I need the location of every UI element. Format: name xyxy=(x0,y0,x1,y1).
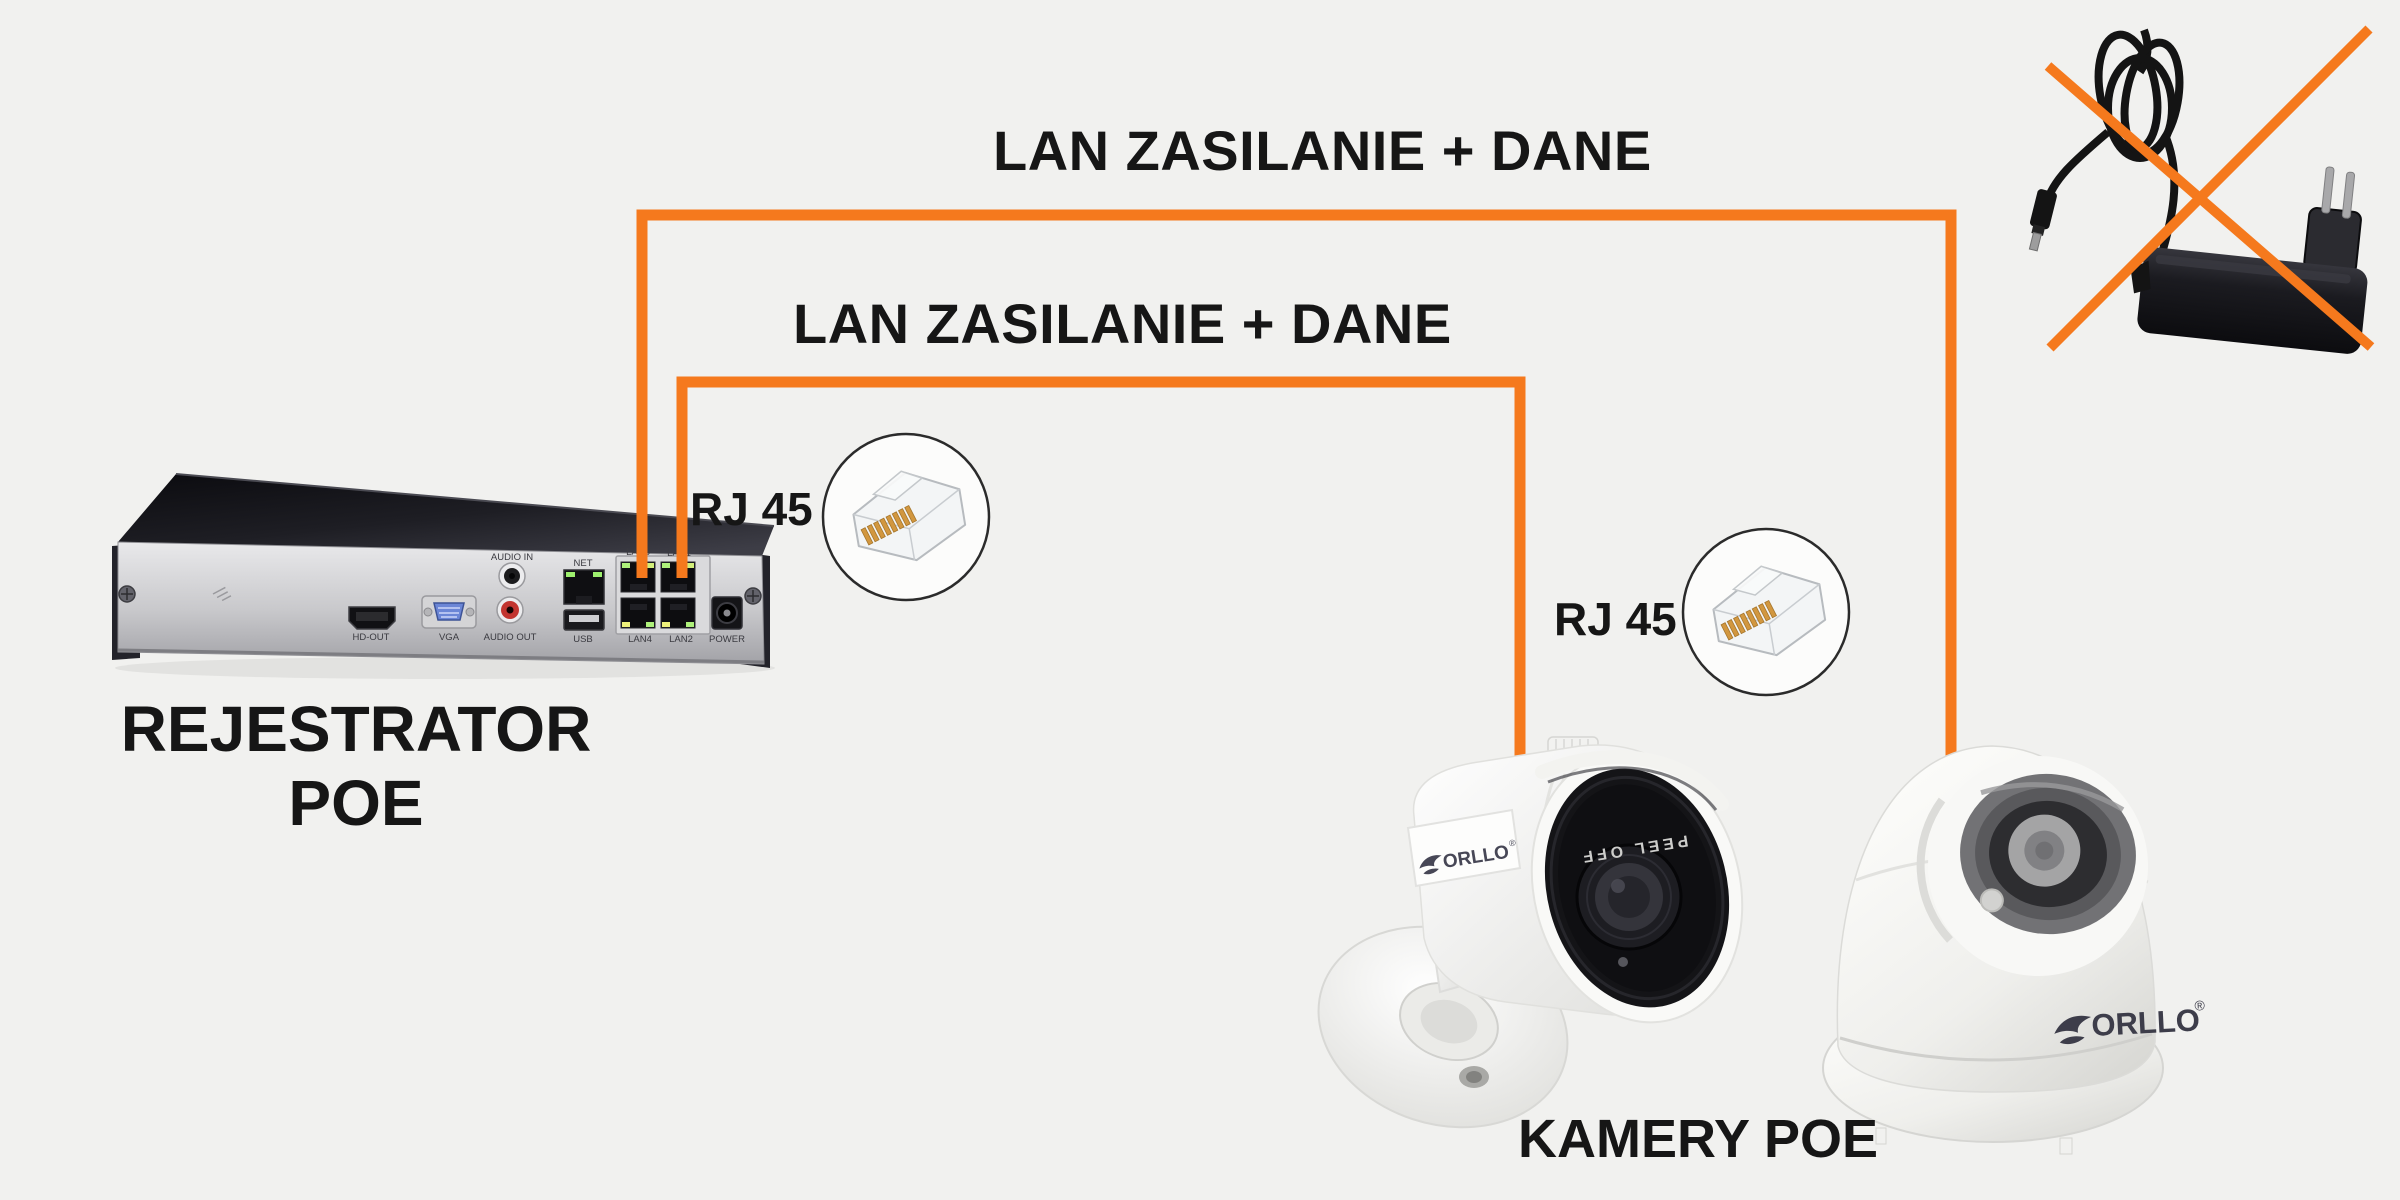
dome-camera-illustration: ORLLO ® xyxy=(1822,745,2206,1155)
lens-assembly xyxy=(1960,773,2136,935)
dc-barrel-connector xyxy=(2028,189,2057,252)
rj45-label-right: RJ 45 xyxy=(1554,593,1677,645)
cable-label-bottom: LAN ZASILANIE + DANE xyxy=(793,292,1452,355)
vga-port xyxy=(421,595,477,629)
dome-camera-brand: ORLLO xyxy=(2091,1002,2201,1043)
power-label: POWER xyxy=(709,634,745,645)
poe-recorder-illustration: HD-OUT VGA AUDIO IN AUDIO OUT xyxy=(112,473,775,679)
sunshade-lip xyxy=(1535,750,1729,811)
screw-icon xyxy=(744,587,762,605)
usb-port xyxy=(563,609,605,631)
rj45-label-left: RJ 45 xyxy=(690,483,813,535)
brand-plate: ORLLO ® xyxy=(1406,808,1522,888)
hd-out-label: HD-OUT xyxy=(353,632,390,643)
vga-label: VGA xyxy=(439,632,460,643)
recorder-label-line2: POE xyxy=(288,767,424,840)
crossed-out-x-icon xyxy=(2044,25,2375,352)
rj45-connector-callout-left xyxy=(821,432,991,602)
usb-label: USB xyxy=(573,634,593,645)
lan-cable-to-dome-camera xyxy=(636,209,1957,766)
registered-mark: ® xyxy=(2194,997,2206,1014)
brand-logo: ORLLO ® xyxy=(2053,997,2206,1045)
net-label: NET xyxy=(574,558,593,569)
base-notch xyxy=(1875,1127,1887,1145)
audio-in-jack xyxy=(498,562,526,590)
bullet-camera-illustration: ORLLO ® PEEL OFF xyxy=(1317,736,1744,1129)
base-notch xyxy=(2059,1137,2073,1155)
registered-mark: ® xyxy=(1508,838,1516,849)
lan2-port xyxy=(660,597,696,629)
lan-port-block xyxy=(615,555,711,635)
lan-cable-to-bullet-camera xyxy=(676,376,1526,762)
lan2-label: LAN2 xyxy=(669,634,693,645)
power-adapter-illustration xyxy=(2028,25,2375,354)
recorder-shadow xyxy=(115,657,775,679)
plug-prong xyxy=(2321,166,2335,214)
plug-prong xyxy=(2341,171,2356,219)
recorder-label-line1: REJESTRATOR xyxy=(120,693,592,765)
certification-mark xyxy=(212,586,232,602)
hdmi-port xyxy=(348,606,396,630)
screw-icon xyxy=(118,585,136,603)
recorder-label: REJESTRATOR POE xyxy=(100,692,612,840)
audio-out-label: AUDIO OUT xyxy=(484,632,537,643)
power-jack xyxy=(711,596,743,630)
cameras-label: KAMERY POE xyxy=(1518,1109,1879,1169)
recorder-top-face xyxy=(118,474,774,556)
audio-out-jack xyxy=(496,596,524,624)
ir-led xyxy=(1979,888,2004,913)
lan4-label: LAN4 xyxy=(628,634,652,645)
ir-sensor xyxy=(1618,957,1628,967)
lan4-port xyxy=(620,597,656,629)
rj45-connector-callout-right xyxy=(1681,527,1851,697)
net-port xyxy=(563,569,605,605)
cable-label-top: LAN ZASILANIE + DANE xyxy=(993,119,1652,182)
audio-in-label: AUDIO IN xyxy=(491,552,533,563)
adapter-body xyxy=(2130,166,2368,354)
